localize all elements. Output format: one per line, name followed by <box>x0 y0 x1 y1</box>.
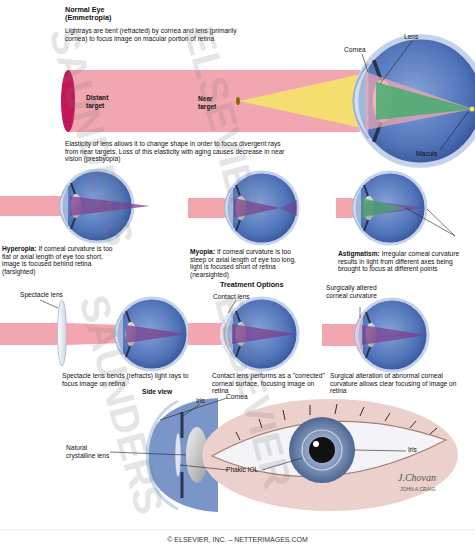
target-label: Near target <box>198 95 226 110</box>
part-label: Iris <box>408 446 417 454</box>
near-rays <box>239 74 362 128</box>
description-text: Elasticity of lens allows it to change s… <box>65 140 290 163</box>
leader-line <box>110 398 406 470</box>
leader-line <box>406 208 455 236</box>
view-heading: Side view <box>142 388 172 396</box>
astigmatic-eye <box>353 172 427 244</box>
artist-signature: JOHN A.CRAIG <box>400 487 435 493</box>
leader-line <box>228 300 236 313</box>
part-label: Cornea <box>226 393 248 401</box>
part-label: Lens <box>404 33 418 41</box>
focus-cone <box>126 325 187 343</box>
corrected-eye <box>225 298 299 370</box>
part-label: Spectacle lens <box>20 291 63 299</box>
near-focus-rays <box>376 82 473 120</box>
description-text: If corneal curvature is too flat or axia… <box>2 245 122 275</box>
part-label: Surgically altered corneal curvature <box>326 284 381 299</box>
spectacle-lens <box>58 300 67 366</box>
description-text: Spectacle lens bends (refracts) light ra… <box>62 372 190 387</box>
corrected-eye <box>355 299 429 371</box>
eyelashes <box>236 404 437 440</box>
watermark: SAUNDERS <box>41 22 144 251</box>
target-label: Distant target <box>86 94 118 109</box>
description-text: If corneal curvature is too steep or axi… <box>190 248 308 278</box>
focus-cone <box>234 198 280 218</box>
skin <box>202 399 458 511</box>
description-text: Contact lens performs as a "corrected" c… <box>212 372 330 395</box>
focus-cone <box>232 324 297 344</box>
description-text: Surgical alteration of abnormal corneal … <box>330 372 472 395</box>
footer-rule <box>0 530 475 531</box>
frontal-iris <box>289 417 355 483</box>
myopic-eye <box>225 172 299 244</box>
focus-cone <box>70 196 150 216</box>
leader-line <box>360 307 361 318</box>
divergent-cone <box>280 200 297 216</box>
pupil <box>309 437 335 463</box>
panel-heading: Normal Eye (Emmetropia) <box>65 6 125 23</box>
watermark: ELSEVIER <box>176 22 272 225</box>
part-label: Cornea <box>344 46 366 54</box>
section-heading: Treatment Options <box>220 281 284 289</box>
condition-heading: Astigmatism: <box>338 250 380 258</box>
part-label: Macula <box>416 150 437 158</box>
side-cornea <box>147 401 178 509</box>
condition-heading: Myopia: <box>190 248 215 256</box>
normal-eye <box>353 37 475 165</box>
description-text: Lightrays are bent (refracted) by cornea… <box>65 27 255 42</box>
description-text: Irregular corneal curvature results in l… <box>338 250 470 273</box>
part-label: Contact lens <box>213 293 250 301</box>
near-target <box>236 97 240 105</box>
highlight <box>313 441 319 447</box>
condition-heading: Hyperopia: <box>2 245 36 253</box>
macula <box>470 107 475 112</box>
light-beam <box>0 323 60 345</box>
phakic-iol-ring <box>302 430 342 470</box>
watermark: SAUNDERS <box>71 290 174 519</box>
corrected-eye <box>115 298 189 370</box>
part-label: Iris <box>196 397 205 405</box>
leader-line <box>40 300 58 308</box>
light-beam <box>0 196 66 216</box>
part-label: Natural crystalline lens <box>66 444 111 459</box>
artist-signature: J.Chovan <box>398 472 436 484</box>
focused-rays <box>366 72 473 130</box>
distant-target <box>61 70 75 132</box>
focus-cone-2 <box>362 198 405 218</box>
copyright-note: © ELSEVIER, INC. – NETTERIMAGES.COM <box>0 536 475 544</box>
part-label: Phakic IOL <box>226 466 258 474</box>
contact-lens <box>222 311 232 357</box>
leader-line <box>362 41 468 150</box>
focus-cone <box>362 325 427 345</box>
